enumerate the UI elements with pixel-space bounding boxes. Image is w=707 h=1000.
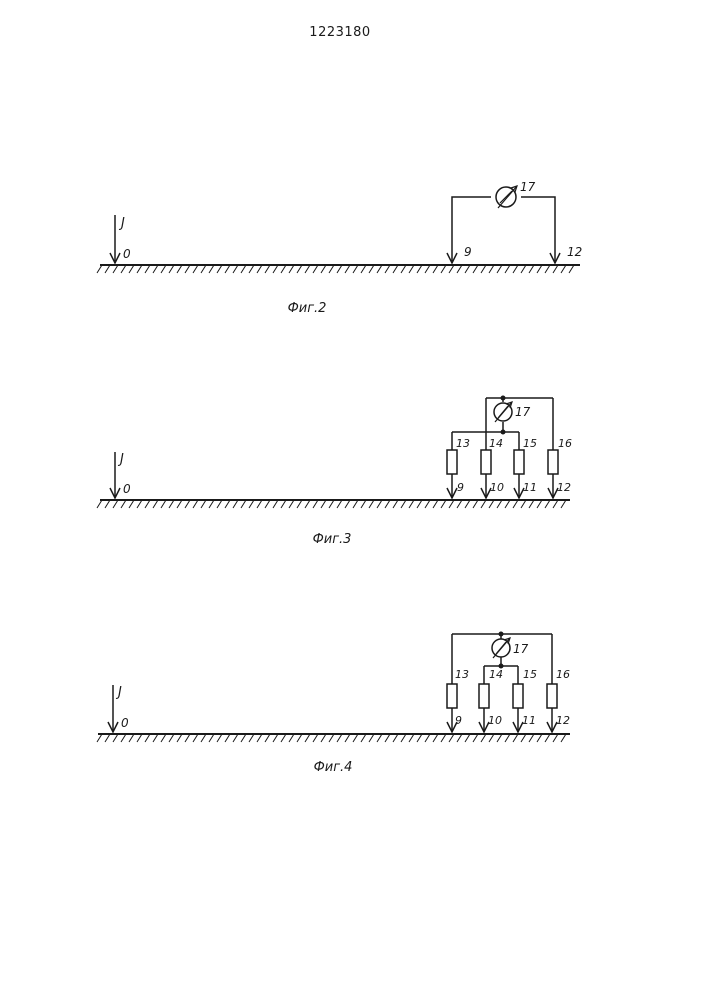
resistor-label-14: 14 [489, 437, 503, 450]
current-label: J [118, 216, 125, 231]
electrode-label-12: 12 [567, 245, 582, 259]
meter-label: 17 [520, 180, 536, 194]
figure-caption: Фиг.3 [313, 532, 352, 547]
resistor-13 [447, 450, 457, 474]
resistor-15 [514, 450, 524, 474]
source-point-label: 0 [123, 247, 131, 261]
resistor-15 [513, 684, 523, 708]
resistor-16 [548, 450, 558, 474]
resistor-16 [547, 684, 557, 708]
ground-hatching [97, 734, 566, 742]
junction-dot [501, 396, 506, 401]
electrode-label-11: 11 [522, 714, 536, 727]
electrode-label-9: 9 [457, 481, 464, 494]
ground-hatching [97, 265, 574, 273]
current-label: J [117, 452, 124, 467]
meter-label: 17 [513, 642, 529, 656]
junction-dot [501, 430, 506, 435]
resistor-label-13: 13 [455, 668, 469, 681]
electrode-label-9: 9 [455, 714, 462, 727]
resistor-14 [479, 684, 489, 708]
figure-4: J 0 17 13 14 15 16 9 10 11 12 Фиг.4 [97, 632, 570, 776]
resistor-label-15: 15 [523, 668, 537, 681]
resistor-label-16: 16 [558, 437, 572, 450]
electrode-label-9: 9 [464, 245, 472, 259]
resistor-label-14: 14 [489, 668, 503, 681]
resistor-13 [447, 684, 457, 708]
electrode-label-10: 10 [490, 481, 504, 494]
electrode-arrowheads [447, 722, 557, 732]
electrode-label-11: 11 [523, 481, 537, 494]
resistor-label-15: 15 [523, 437, 537, 450]
figure-3: J 0 17 13 14 15 16 9 10 11 12 [97, 396, 572, 548]
ground-hatching [97, 500, 566, 508]
source-point-label: 0 [121, 716, 129, 730]
resistor-14 [481, 450, 491, 474]
figure-caption: Фиг.4 [314, 760, 353, 775]
meter-slash [500, 191, 512, 203]
resistor-label-16: 16 [556, 668, 570, 681]
figure-caption: Фиг.2 [288, 301, 327, 316]
electrode-label-12: 12 [557, 481, 571, 494]
electrode-label-12: 12 [556, 714, 570, 727]
current-label: J [115, 685, 122, 700]
junction-dot [499, 632, 504, 637]
electrode-legs [452, 634, 552, 732]
document-number: 1223180 [309, 25, 370, 40]
resistor-label-13: 13 [456, 437, 470, 450]
figure-2: J 0 17 9 12 Фиг.2 [97, 180, 582, 316]
meter-label: 17 [515, 405, 531, 419]
source-point-label: 0 [123, 482, 131, 496]
electrode-label-10: 10 [488, 714, 502, 727]
